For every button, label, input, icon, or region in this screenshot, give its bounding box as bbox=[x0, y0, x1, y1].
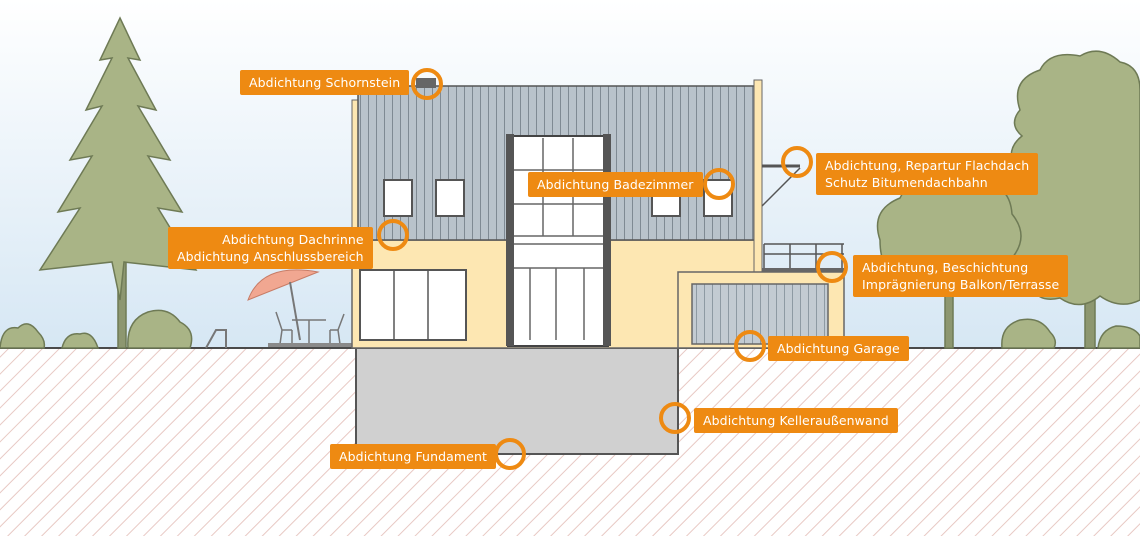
ground-floor-window bbox=[359, 269, 467, 341]
callout-dachrinne-marker bbox=[377, 219, 409, 251]
callout-flachdach: Abdichtung, Repartur Flachdach Schutz Bi… bbox=[816, 153, 1039, 195]
slide bbox=[205, 329, 227, 349]
patio-furniture bbox=[268, 311, 354, 347]
callout-kellerwand-marker bbox=[659, 402, 691, 434]
parasol bbox=[247, 269, 320, 341]
callout-garage-marker bbox=[734, 330, 766, 362]
callout-balkon: Abdichtung, Beschichtung Imprägnierung B… bbox=[853, 255, 1069, 297]
callout-dachrinne: Abdichtung Dachrinne Abdichtung Anschlus… bbox=[168, 227, 373, 269]
callout-badezimmer-marker bbox=[703, 168, 735, 200]
callout-fundament-marker bbox=[494, 438, 526, 470]
callout-schornstein-marker bbox=[411, 68, 443, 100]
callout-garage: Abdichtung Garage bbox=[768, 336, 909, 361]
callout-balkon-marker bbox=[816, 251, 848, 283]
left-bushes bbox=[0, 309, 193, 349]
left-tree bbox=[38, 16, 198, 349]
callout-schornstein: Abdichtung Schornstein bbox=[240, 70, 410, 95]
callout-kellerwand: Abdichtung Kelleraußenwand bbox=[694, 408, 898, 433]
callout-flachdach-marker bbox=[781, 146, 813, 178]
central-glass bbox=[507, 135, 609, 347]
callout-fundament: Abdichtung Fundament bbox=[330, 444, 496, 469]
callout-badezimmer: Abdichtung Badezimmer bbox=[528, 172, 703, 197]
basement bbox=[355, 347, 679, 455]
